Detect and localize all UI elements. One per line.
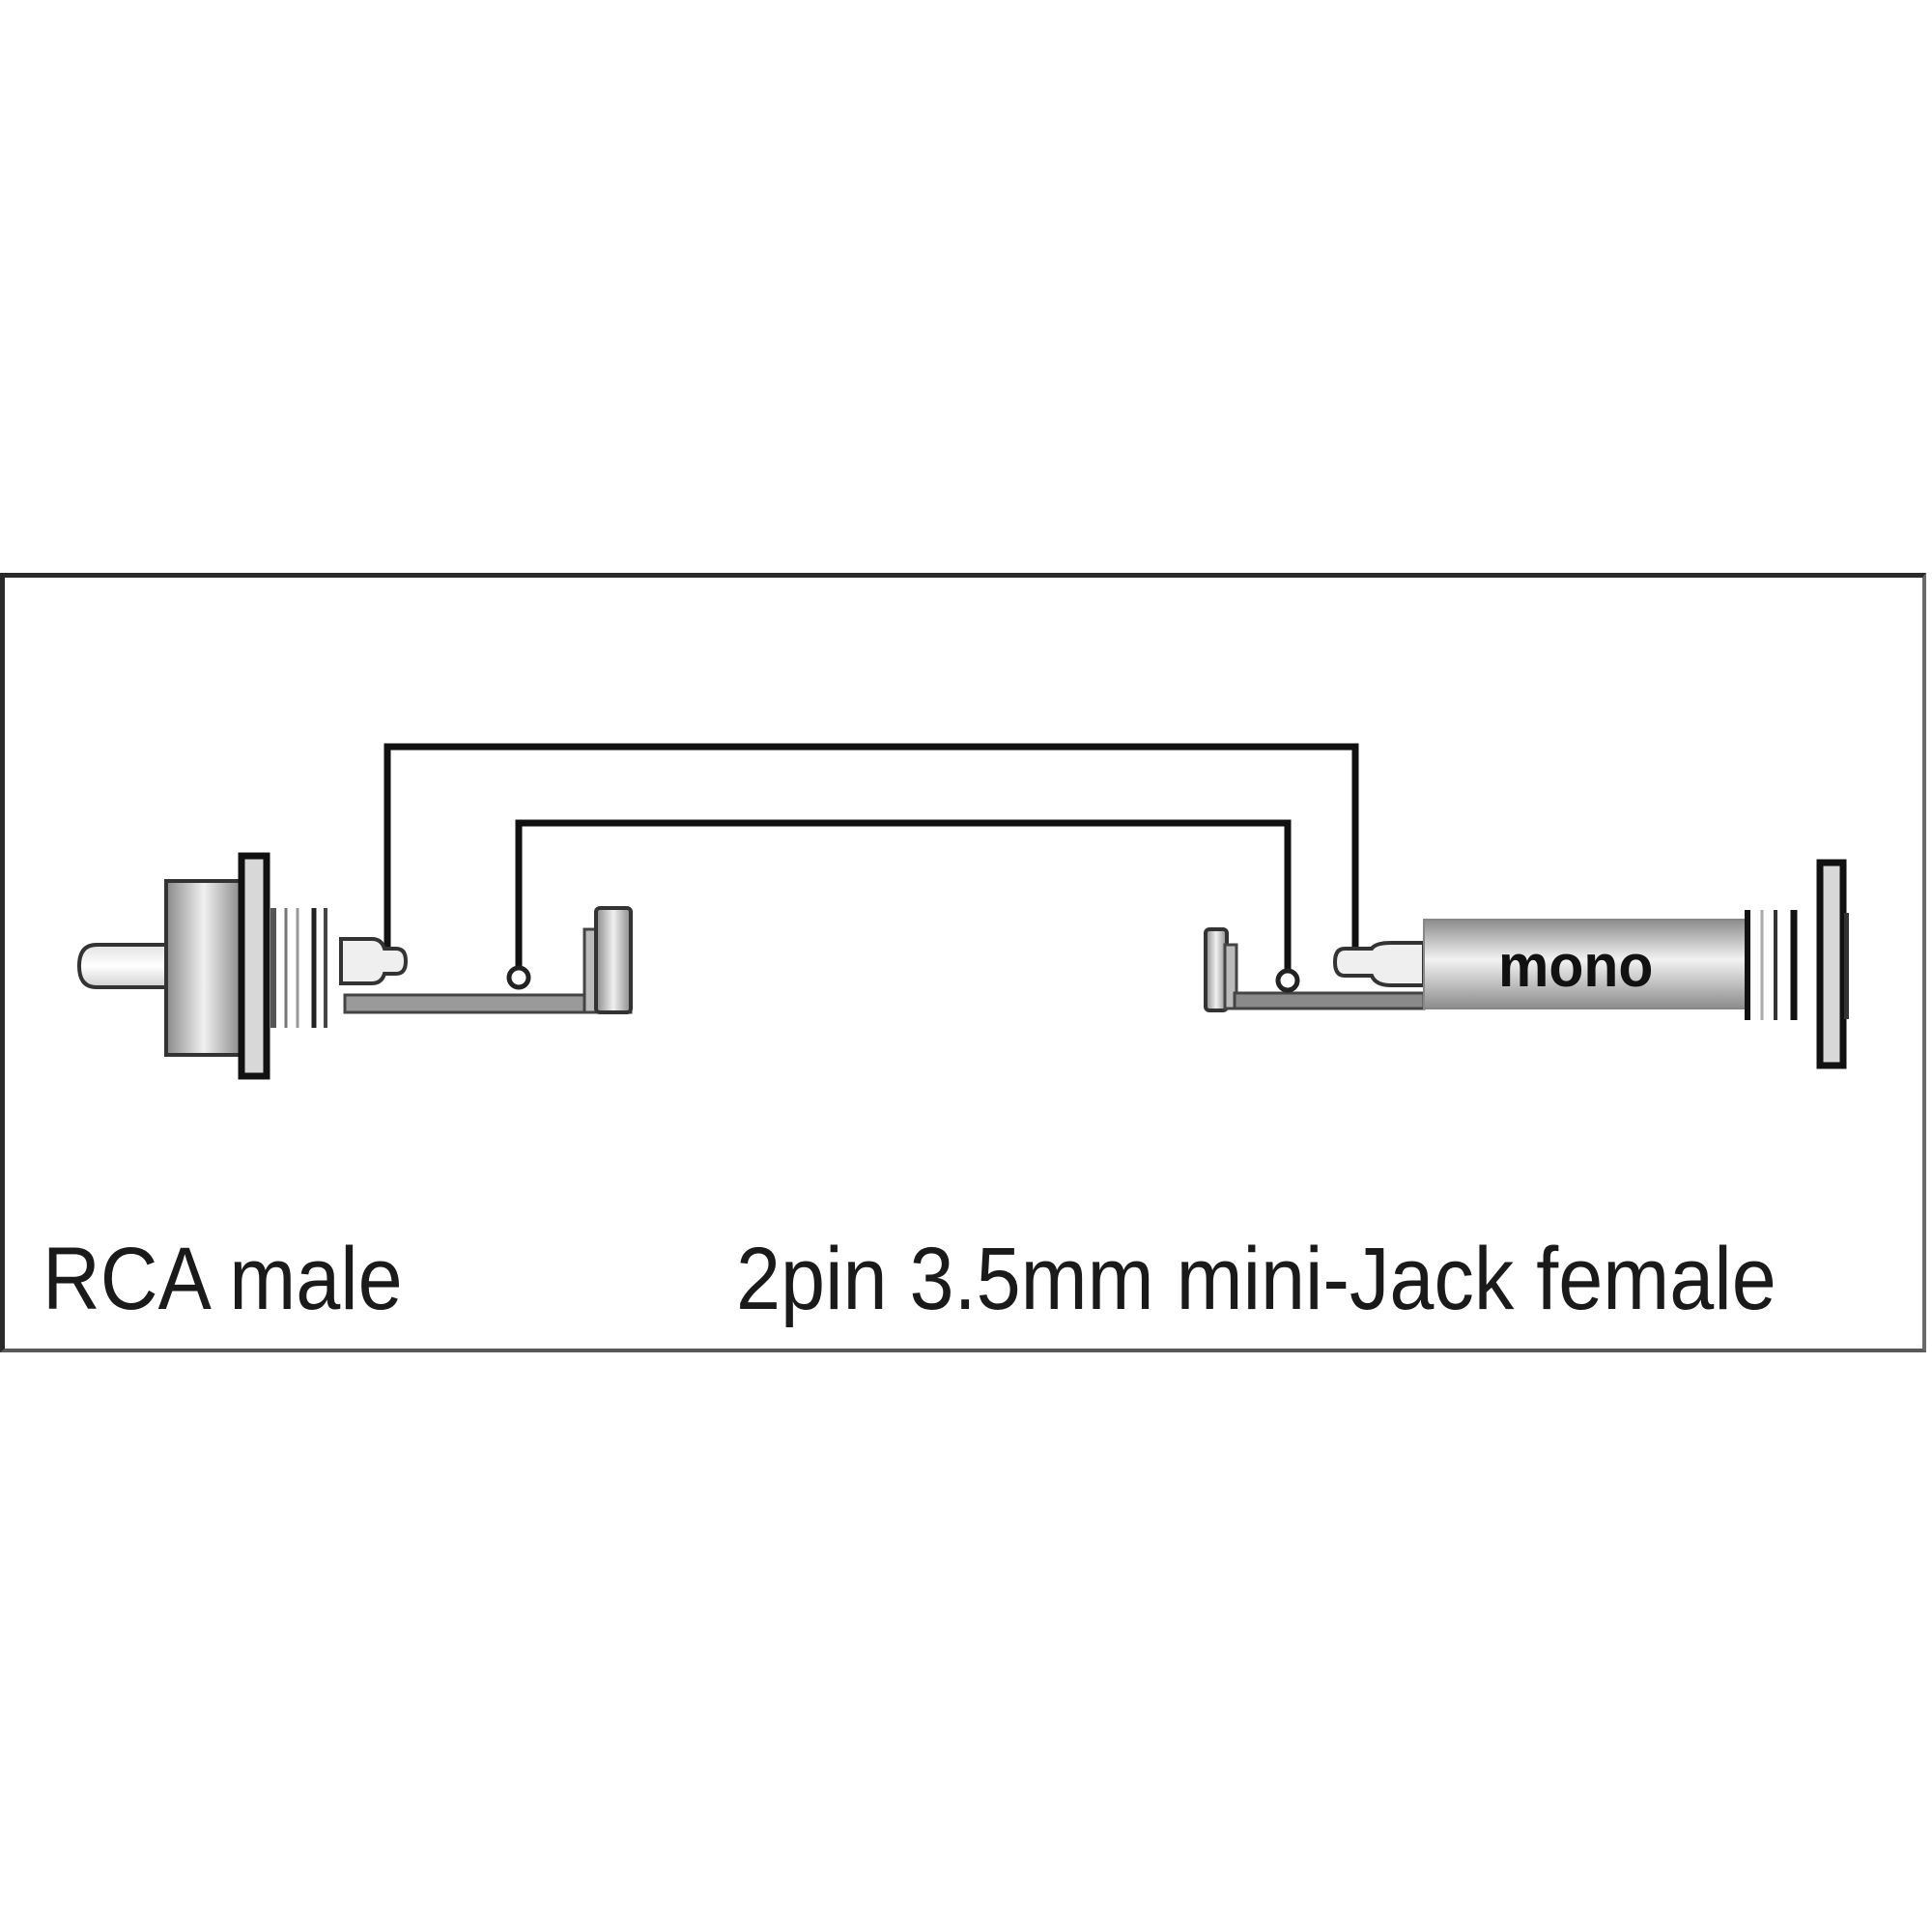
- left-connector-label: RCA male: [43, 1230, 403, 1328]
- signal-wire: [384, 743, 1359, 956]
- mini-jack-female-connector: [1204, 859, 1849, 1069]
- rca-male-connector: [76, 852, 633, 1080]
- mono-body-label: mono: [1498, 933, 1654, 1000]
- right-connector-label: 2pin 3.5mm mini-Jack female: [736, 1230, 1776, 1328]
- ground-wire: [515, 819, 1292, 971]
